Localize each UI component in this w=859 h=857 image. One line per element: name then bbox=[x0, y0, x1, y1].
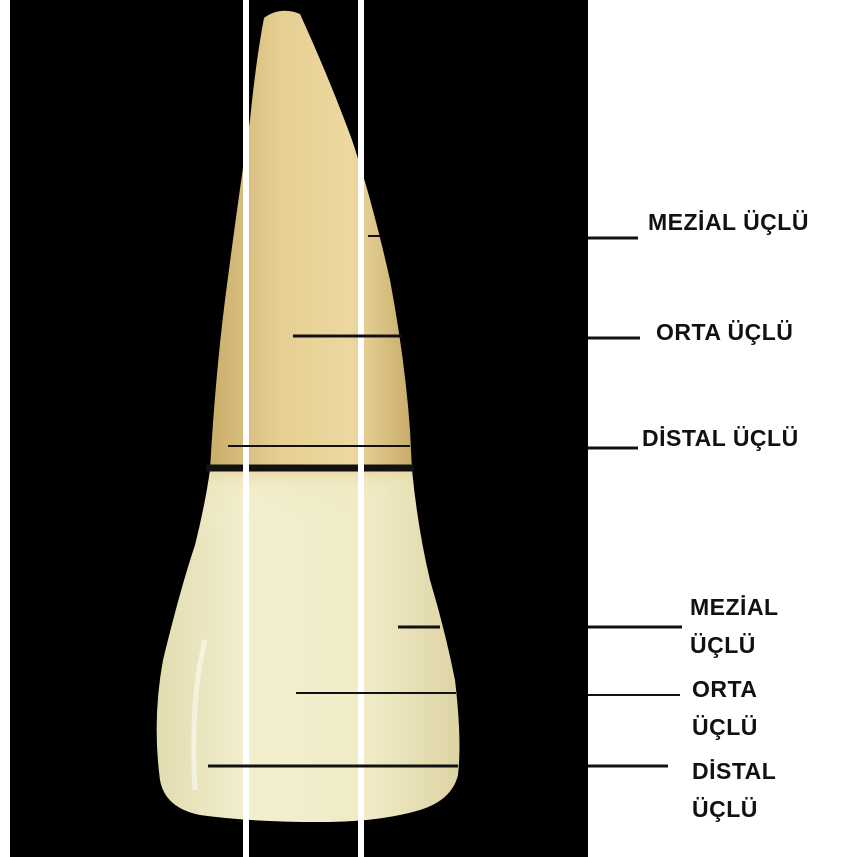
label-root-distal: DİSTAL ÜÇLÜ bbox=[642, 420, 799, 456]
crown-cervical-shading bbox=[200, 470, 420, 540]
label-crown-distal: DİSTAL ÜÇLÜ bbox=[692, 752, 776, 828]
label-root-middle: ORTA ÜÇLÜ bbox=[656, 314, 793, 350]
label-crown-mesial-line1: MEZİAL bbox=[690, 588, 779, 626]
label-root-mesial: MEZİAL ÜÇLÜ bbox=[648, 204, 809, 240]
label-crown-mesial-line2: ÜÇLÜ bbox=[690, 626, 779, 664]
label-crown-distal-line1: DİSTAL bbox=[692, 752, 776, 790]
label-crown-distal-line2: ÜÇLÜ bbox=[692, 790, 776, 828]
label-crown-mesial: MEZİAL ÜÇLÜ bbox=[690, 588, 779, 664]
label-crown-middle: ORTA ÜÇLÜ bbox=[692, 670, 758, 746]
label-crown-middle-line2: ÜÇLÜ bbox=[692, 708, 758, 746]
label-crown-middle-line1: ORTA bbox=[692, 670, 758, 708]
